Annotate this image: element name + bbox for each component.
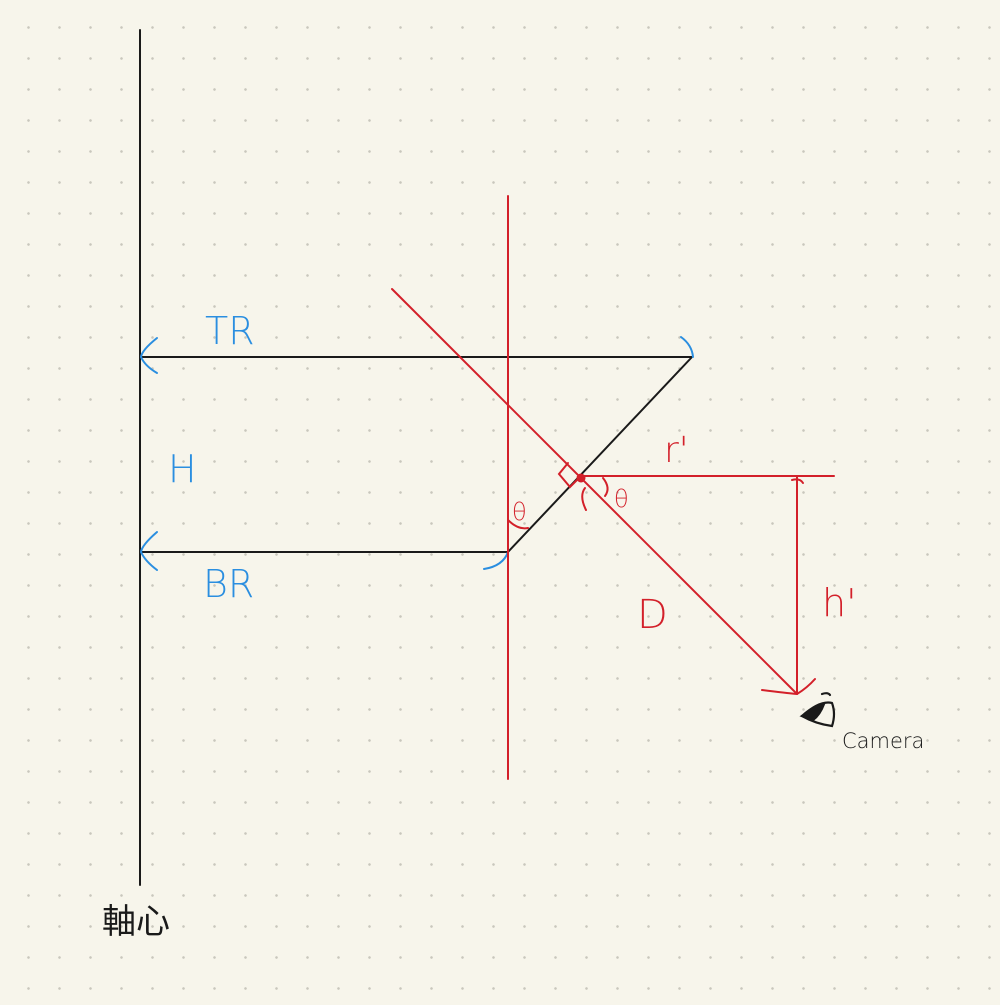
height-label: H (168, 447, 197, 491)
view-ray-line (391, 288, 798, 695)
blue-arrowheads (139, 336, 694, 571)
axis-label: 軸心 (102, 902, 170, 942)
eye-icon (799, 692, 836, 728)
h-prime-top-arrowhead (791, 478, 804, 484)
angle-arc-center (581, 487, 587, 511)
intersection-point (576, 473, 586, 483)
tr-right-arrowhead (680, 336, 694, 358)
r-prime-label: r' (664, 430, 689, 471)
black-geometry (139, 29, 693, 886)
distance-label: D (637, 592, 668, 638)
br-right-arrowhead (483, 551, 509, 570)
camera-label: Camera (842, 729, 924, 753)
theta-left-label: θ (512, 498, 527, 526)
tr-left-arrowhead (139, 337, 158, 374)
top-radius-label: TR (205, 309, 255, 353)
theta-arc-left (507, 519, 529, 530)
slant-line (507, 356, 693, 553)
br-left-arrowhead (139, 531, 158, 571)
red-construction (391, 195, 835, 780)
bottom-radius-label: BR (203, 562, 254, 606)
h-prime-label: h' (822, 581, 857, 625)
theta-arc-right (602, 477, 609, 497)
right-angle-mark (557, 462, 582, 489)
h-prime-bottom-arrowhead (761, 678, 816, 696)
theta-right-label: θ (614, 485, 629, 513)
